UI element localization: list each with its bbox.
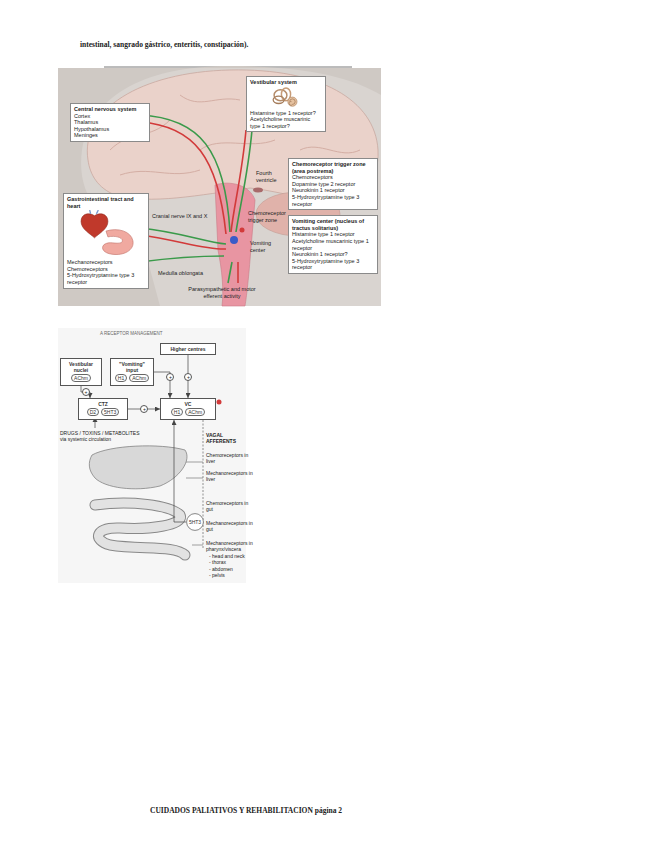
receptor-label: - thorax xyxy=(209,559,254,565)
node-text: 5-Hydroxytryptamine type 3 receptor xyxy=(292,258,374,271)
figure-panel xyxy=(58,68,381,306)
node-heading: Central nervous system xyxy=(74,106,146,113)
system-box: Vestibular systemHistamine type 1 recept… xyxy=(246,76,326,132)
pathway-label: Parasympathetic and motor efferent activ… xyxy=(186,286,258,299)
node-text: Histamine type 1 receptor? xyxy=(250,110,322,117)
receptor-label: - head and neck xyxy=(209,553,254,559)
afferent-line xyxy=(186,478,203,479)
circle-outline xyxy=(187,514,204,531)
inner-ear-icon xyxy=(250,87,322,109)
process-box: CTZD25HT3 xyxy=(78,398,128,420)
liver xyxy=(89,446,187,489)
edge-label: + xyxy=(166,373,174,381)
page-text: intestinal, sangrado gástrico, enteritis… xyxy=(80,40,410,49)
process-box: Vestibular nucleiAChm xyxy=(60,358,102,386)
structure-label: Chemoreceptor trigger zone xyxy=(248,210,287,223)
structure-label: Fourth ventricle xyxy=(256,170,286,183)
edge-label: + xyxy=(82,388,90,396)
receptor-label: Mechanoreceptors in liver xyxy=(206,470,254,482)
node-heading: Gastrointestinal tract and heart xyxy=(67,196,145,209)
efferent-line xyxy=(237,262,239,283)
stomach-heart-icon xyxy=(67,210,145,258)
vomiting-center-dot xyxy=(230,236,238,244)
node-heading: Higher centres xyxy=(163,346,213,352)
efferent-line xyxy=(228,262,232,283)
ctz-dot xyxy=(240,228,245,233)
pathway-line xyxy=(140,256,224,262)
edge-label: + xyxy=(140,405,148,413)
receptor-label: Mechanoreceptors in gut xyxy=(206,520,254,532)
pathway-line xyxy=(140,122,226,234)
node-text: 5HT3 xyxy=(101,408,119,416)
gut xyxy=(95,503,185,555)
structure-label: Vomiting center xyxy=(250,240,286,253)
node-text: H1 xyxy=(115,374,127,382)
node-text: AChm xyxy=(129,374,149,382)
node-text: H1 xyxy=(171,408,183,416)
node-text: Meninges xyxy=(74,132,146,139)
afferent-line xyxy=(186,462,203,463)
node-text: D2 xyxy=(87,408,99,416)
structure-label: Medulla oblongata xyxy=(158,270,218,277)
system-box: Central nervous systemCortexThalamusHypo… xyxy=(70,103,150,142)
node-text: Cortex xyxy=(74,113,146,120)
nerve-label: Cranial nerve IX and X xyxy=(152,213,216,220)
arrow-line xyxy=(95,421,96,428)
node-text: AChm xyxy=(185,408,205,416)
node-text: Dopamine type 2 receptor xyxy=(292,181,374,188)
receptor-label: Chemoreceptors in liver xyxy=(206,452,254,464)
node-text: 5-Hydroxytryptamine type 3 receptor xyxy=(292,194,374,207)
node-heading: 5HT3 xyxy=(189,519,201,525)
pathway-line xyxy=(140,115,230,232)
node-heading: VC xyxy=(163,401,213,407)
pathway-line xyxy=(140,228,226,244)
node-text: Thalamus xyxy=(74,119,146,126)
afferent-line xyxy=(192,545,203,546)
process-box: Higher centres xyxy=(160,343,216,355)
pathway-line xyxy=(231,130,246,232)
connector xyxy=(81,386,90,398)
node-text: Histamine type 1 receptor xyxy=(292,231,374,238)
system-box: Gastrointestinal tract and heartMechanor… xyxy=(63,193,149,289)
node-text: Chemoreceptors xyxy=(292,174,374,181)
pathway-line xyxy=(140,235,226,249)
nerve-label: VAGAL AFFERENTS xyxy=(206,432,254,444)
node-text: Hypothalamus xyxy=(74,126,146,133)
node-text: Neurokinin 1 receptor? xyxy=(292,251,374,258)
receptor-box: Vomiting center (nucleus of tractus soli… xyxy=(288,215,378,274)
head-silhouette xyxy=(58,66,381,306)
receptor-box: Chemoreceptor trigger zone (area postrem… xyxy=(288,158,378,210)
figure-title: A RECEPTOR MANAGEMENT xyxy=(100,331,220,336)
node-heading: Vomiting center (nucleus of tractus soli… xyxy=(292,218,374,231)
node-heading: CTZ xyxy=(81,401,125,407)
node-heading: Vestibular nuclei xyxy=(63,361,99,373)
receptor-circle: 5HT3 xyxy=(186,513,204,531)
vagus-line xyxy=(203,420,204,548)
node-text: Chemoreceptors xyxy=(67,266,145,273)
connector xyxy=(174,420,186,522)
brain-figure xyxy=(58,66,381,306)
receptor-label: - abdomen xyxy=(209,566,254,572)
edge-label: + xyxy=(184,373,192,381)
node-heading: Vestibular system xyxy=(250,79,322,86)
receptor-label: Chemoreceptors in gut xyxy=(206,500,254,512)
node-text: AChm xyxy=(71,374,91,382)
node-text: Mechanoreceptors xyxy=(67,259,145,266)
gut-lumen xyxy=(95,503,185,555)
node-text: 5-Hydroxytryptamine type 3 receptor xyxy=(67,272,145,285)
receptor-label: Mechanoreceptors in pharynx/viscera xyxy=(206,540,254,552)
vc-dot xyxy=(217,400,222,405)
page-footer: CUIDADOS PALIATIVOS Y REHABILITACION pág… xyxy=(150,806,510,815)
node-text: Neurokinin 1 receptor xyxy=(292,187,374,194)
fourth-ventricle xyxy=(253,188,263,193)
input-label: DRUGS / TOXINS / METABOLITES via systemi… xyxy=(60,430,140,442)
process-box: "Vomiting" inputH1AChm xyxy=(110,358,154,386)
node-text: Acetylcholine muscarinic type 1 receptor xyxy=(292,238,374,251)
node-heading: Chemoreceptor trigger zone (area postrem… xyxy=(292,161,374,174)
node-heading: "Vomiting" input xyxy=(113,361,151,373)
node-text: Acetylcholine muscarinic type 1 receptor… xyxy=(250,116,322,129)
process-box: VCH1AChm xyxy=(160,398,216,420)
receptor-label: - pelvis xyxy=(209,572,254,578)
